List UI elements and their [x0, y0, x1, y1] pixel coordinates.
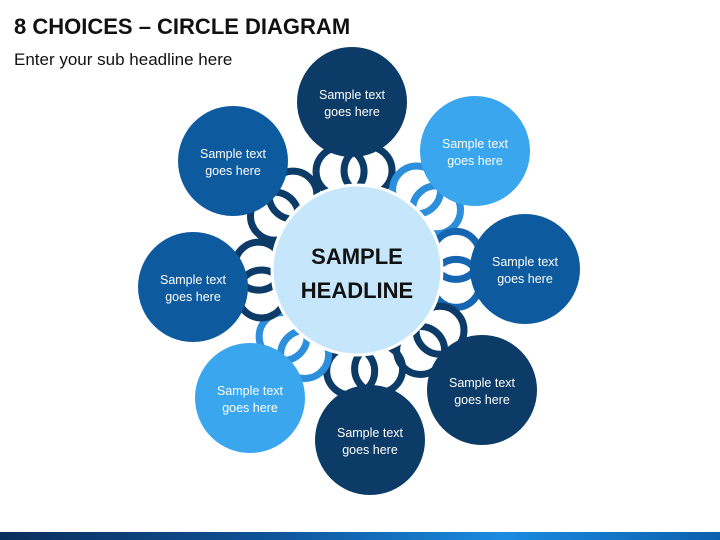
choice-text: Sample text [449, 376, 516, 390]
choice-text: Sample text [200, 147, 267, 161]
choice-text: goes here [165, 290, 221, 304]
choice-text: Sample text [160, 273, 227, 287]
choice-circle [178, 106, 288, 216]
choice-node-6: Sample text goes here [195, 343, 305, 453]
page-subtitle: Enter your sub headline here [14, 50, 233, 69]
page-title: 8 CHOICES – CIRCLE DIAGRAM [14, 14, 351, 39]
choice-text: Sample text [492, 255, 559, 269]
choice-text: goes here [342, 443, 398, 457]
hub-headline: SAMPLE [311, 244, 403, 269]
center-hub: SAMPLE HEADLINE [270, 183, 444, 357]
choice-circle [297, 47, 407, 157]
choice-node-2: Sample text goes here [420, 96, 530, 206]
choice-text: goes here [447, 154, 503, 168]
choice-circle [420, 96, 530, 206]
choice-node-4: Sample text goes here [427, 335, 537, 445]
choice-text: goes here [222, 401, 278, 415]
choice-text: Sample text [442, 137, 509, 151]
choice-node-5: Sample text goes here [315, 385, 425, 495]
choice-text: goes here [324, 105, 380, 119]
hub-headline: HEADLINE [301, 278, 413, 303]
choice-node-7: Sample text goes here [138, 232, 248, 342]
choice-node-1: Sample text goes here [297, 47, 407, 157]
choice-node-8: Sample text goes here [178, 106, 288, 216]
choice-circle [315, 385, 425, 495]
choice-text: goes here [497, 272, 553, 286]
choice-circle [195, 343, 305, 453]
footer-bar [0, 532, 720, 540]
choice-text: Sample text [319, 88, 386, 102]
choice-node-3: Sample text goes here [470, 214, 580, 324]
choice-text: Sample text [337, 426, 404, 440]
choice-text: goes here [454, 393, 510, 407]
choice-text: Sample text [217, 384, 284, 398]
hub-circle [270, 183, 444, 357]
choice-circle [470, 214, 580, 324]
choice-text: goes here [205, 164, 261, 178]
choice-circle [138, 232, 248, 342]
choice-circle [427, 335, 537, 445]
